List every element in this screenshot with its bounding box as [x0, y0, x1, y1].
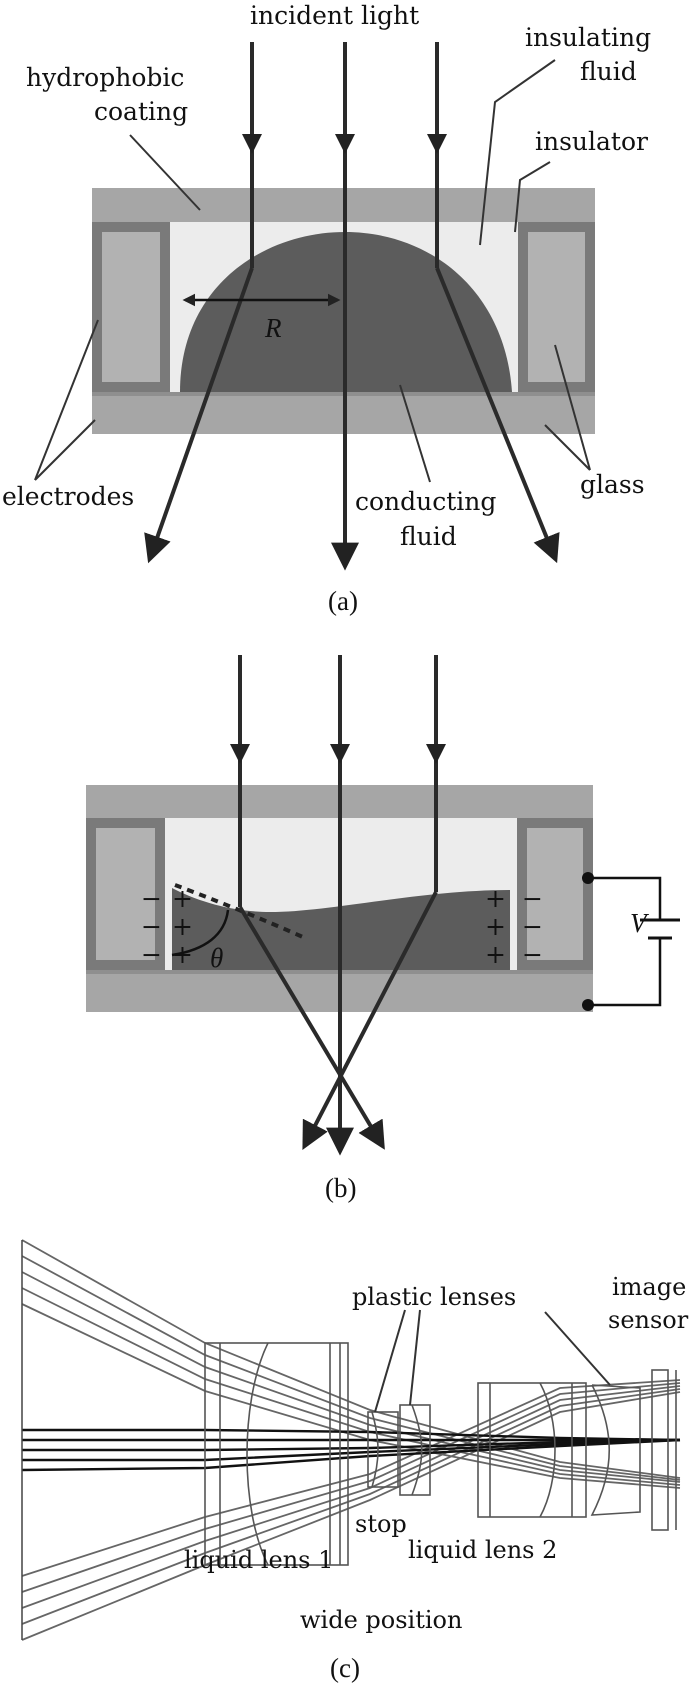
minus-right-3: − — [522, 940, 543, 969]
glass-leader-1 — [554, 344, 591, 471]
insulator-label: insulator — [535, 127, 648, 156]
plus-left-1: + — [172, 884, 193, 913]
electrodes-label: electrodes — [2, 482, 134, 511]
glass-leader-2 — [544, 424, 591, 471]
minus-right-1: − — [522, 884, 543, 913]
panel-c: plastic lenses image sensor stop liquid … — [21, 1239, 689, 1683]
plus-left-3: + — [172, 940, 193, 969]
panel-a: R incident light hydrophobic coating ins… — [2, 1, 651, 616]
terminal-top — [582, 872, 594, 884]
image-sensor-label-1: image — [612, 1273, 686, 1301]
hydrophobic-label: hydrophobic — [26, 63, 184, 92]
conducting-fluid-label: fluid — [400, 522, 457, 551]
wide-position-label: wide position — [300, 1606, 462, 1634]
conducting-leader — [399, 384, 431, 483]
plastic-lenses-leader-3 — [544, 1311, 611, 1386]
voltage-circuit-lower — [588, 938, 662, 1007]
plastic-lenses-label: plastic lenses — [352, 1283, 516, 1311]
axis-ray-bundle — [21, 1428, 681, 1472]
liquid-lens-2-label: liquid lens 2 — [408, 1536, 557, 1564]
left-electrode-inner — [102, 232, 160, 382]
minus-right-2: − — [522, 912, 543, 941]
plus-right-3: + — [485, 940, 506, 969]
ray-a-left-refracted — [144, 267, 254, 564]
right-electrode-b-inner — [527, 828, 583, 960]
hydrophobic-leader — [129, 134, 201, 211]
ray-b-left-refracted — [238, 905, 385, 1150]
right-electrode-inner — [528, 232, 585, 382]
stop-label: stop — [355, 1510, 407, 1538]
conducting-label: conducting — [355, 487, 496, 516]
liquid-lens-2 — [477, 1382, 587, 1518]
incident-light-label: incident light — [250, 1, 419, 30]
electrodes-leader-2 — [34, 419, 96, 481]
image-sensor-group — [590, 1369, 677, 1531]
plastic-lenses-leader-1 — [374, 1309, 406, 1413]
plastic-lenses-leader-2 — [409, 1309, 421, 1406]
insulating-label: insulating — [525, 23, 651, 52]
minus-left-1: − — [141, 884, 162, 913]
coating-label: coating — [94, 97, 188, 126]
liquid-lens-1-label: liquid lens 1 — [184, 1546, 333, 1574]
radius-label: R — [264, 313, 282, 343]
minus-left-2: − — [141, 912, 162, 941]
plus-right-1: + — [485, 884, 506, 913]
voltage-circuit — [588, 876, 662, 920]
contact-angle-arc — [171, 909, 230, 957]
plus-right-2: + — [485, 912, 506, 941]
minus-left-3: − — [141, 940, 162, 969]
liquid-lens-1 — [204, 1342, 349, 1566]
left-electrode-b-inner — [96, 828, 155, 960]
terminal-bottom — [582, 999, 594, 1011]
caption-b: (b) — [325, 1173, 356, 1203]
ray-b-right-refracted — [302, 891, 438, 1150]
insulator-leader — [514, 161, 551, 233]
voltage-label: V — [630, 908, 650, 938]
glass-label: glass — [580, 470, 645, 499]
image-sensor-label-2: sensor — [608, 1306, 689, 1334]
electrodes-leader-1 — [34, 319, 99, 481]
insulating-fluid-label: fluid — [580, 57, 637, 86]
plastic-lens-group — [367, 1404, 431, 1496]
lower-ray-bundle — [21, 1379, 681, 1641]
plus-left-2: + — [172, 912, 193, 941]
theta-label: θ — [210, 943, 223, 973]
panel-b: θ + + + − − − + + + − − − V (b) — [86, 655, 680, 1203]
ray-a-right-refracted — [435, 267, 560, 564]
insulating-fluid-leader — [479, 59, 556, 246]
caption-c: (c) — [330, 1653, 360, 1683]
caption-a: (a) — [328, 586, 358, 616]
